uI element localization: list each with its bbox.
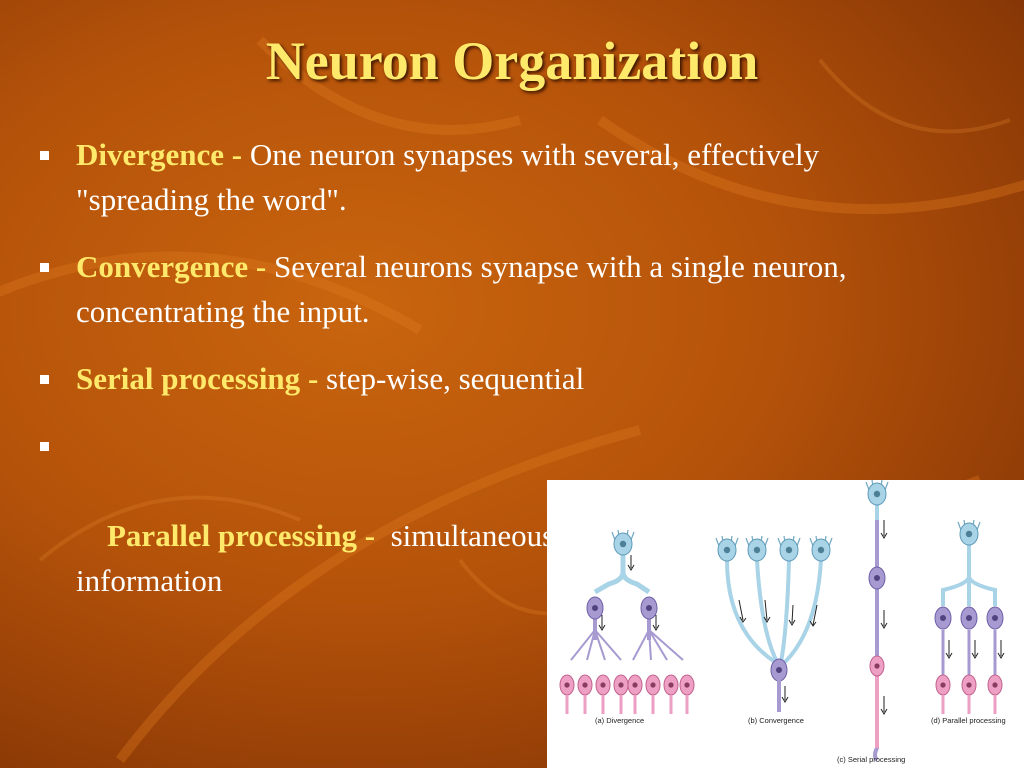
neuron-diagram: (a) Divergence (b) Convergence (c) Seria… [559,480,1006,764]
bullet-term: Parallel processing [107,518,357,553]
caption-divergence: (a) Divergence [595,716,644,725]
convergence-diagram: (b) Convergence [715,535,833,725]
square-bullet-icon [40,442,49,451]
bullet-convergence: Convergence - Several neurons synapse wi… [38,244,958,334]
square-bullet-icon [40,375,49,384]
serial-processing-diagram: (c) Serial processing [837,480,905,764]
bullet-term: Divergence [76,137,225,172]
bullet-text: One neuron synapses with several, effect… [76,137,820,217]
bullet-list: Divergence - One neuron synapses with se… [38,132,958,670]
bullet-divergence: Divergence - One neuron synapses with se… [38,132,958,222]
bullet-separator: - [224,137,250,172]
caption-serial: (c) Serial processing [837,755,905,764]
bullet-separator: - [356,518,391,553]
bullet-term: Serial processing [76,361,301,396]
slide-title: Neuron Organization [265,31,759,91]
bullet-separator: - [300,361,327,396]
divergence-diagram: (a) Divergence [559,529,695,725]
neuron-organization-figure: (a) Divergence (b) Convergence (c) Seria… [547,480,1024,768]
square-bullet-icon [40,151,49,160]
caption-convergence: (b) Convergence [748,716,804,725]
square-bullet-icon [40,263,49,272]
bullet-serial-processing: Serial processing - step-wise, sequentia… [38,356,958,401]
bullet-term: Convergence [76,249,249,284]
bullet-text: step-wise, sequential [326,361,585,396]
caption-parallel: (d) Parallel processing [931,716,1006,725]
parallel-processing-diagram: (d) Parallel processing [931,519,1006,725]
bullet-text: Several neurons synapse with a single ne… [76,249,847,329]
bullet-separator: - [248,249,274,284]
